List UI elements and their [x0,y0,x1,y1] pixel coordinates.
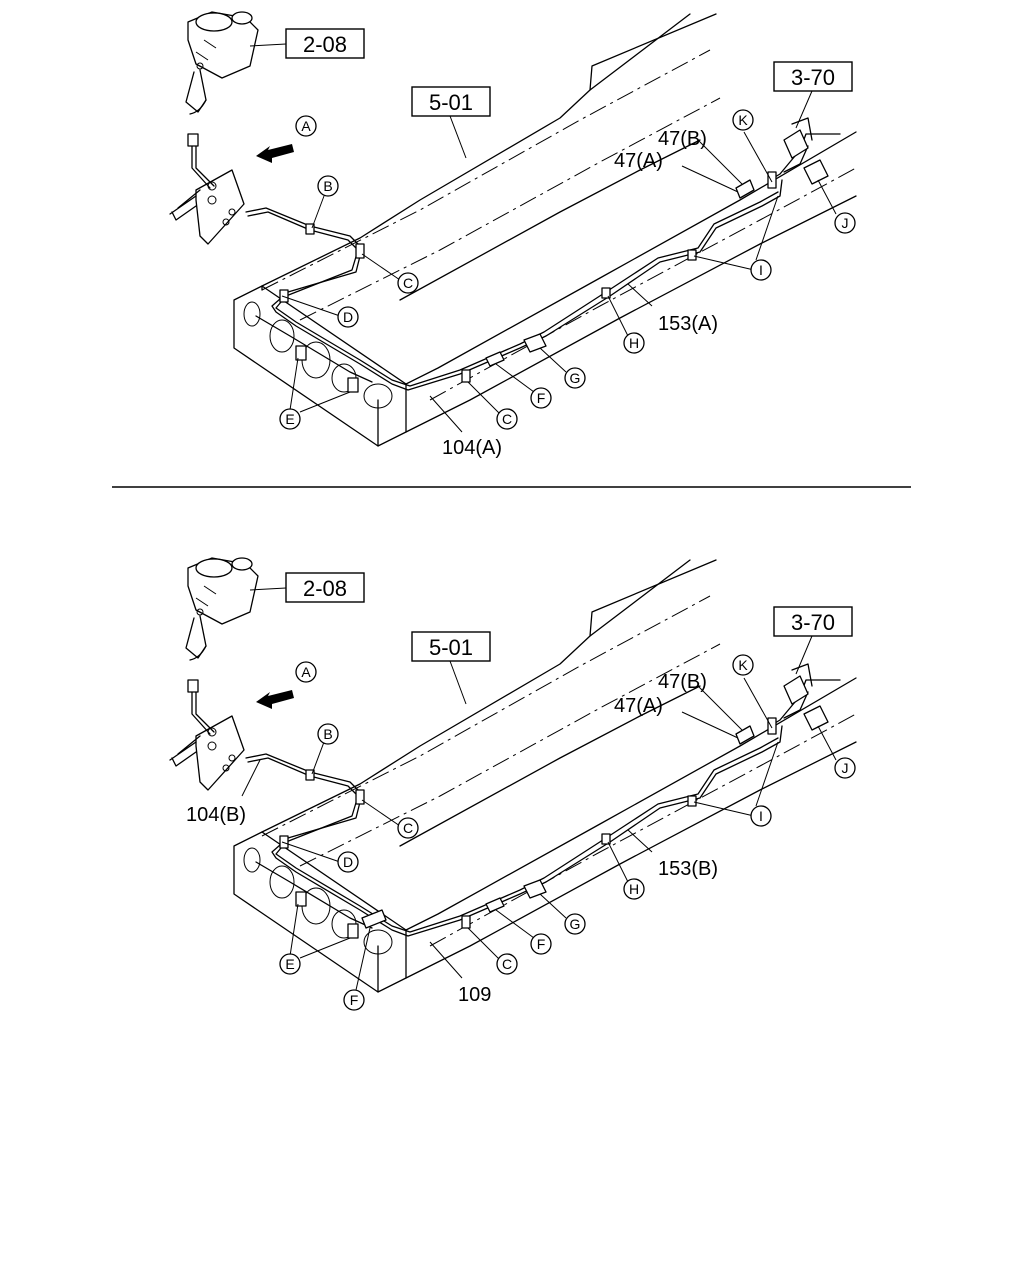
ref-frame: 5-01 [429,90,473,115]
svg-text:F: F [537,390,546,406]
callout-a: A [295,661,317,683]
ref-box-frame [411,631,491,662]
label-47a: 47(A) [614,150,663,172]
callout-k: K [732,109,754,131]
ref-box-rear [773,606,853,637]
svg-text:J: J [842,215,849,231]
callout-h: H [623,878,645,900]
svg-text:I: I [759,808,763,824]
reservoir-tank-icon [185,11,259,115]
chassis-frame [233,559,857,993]
label-104: 104(A) [442,437,502,459]
ref-rear: 3-70 [791,65,835,90]
callout-j: J [834,757,856,779]
callout-d: D [337,851,359,873]
reservoir-tank-icon [185,557,259,661]
svg-text:D: D [343,309,353,325]
svg-text:C: C [403,275,413,291]
ref-frame: 5-01 [429,635,473,660]
direction-arrow-icon [256,144,294,163]
callout-e: E [279,408,301,430]
panel-lower: 2-08 5-01 3-70 [169,557,857,1011]
svg-text:F: F [350,992,359,1008]
svg-text:B: B [323,726,332,742]
svg-text:I: I [759,262,763,278]
svg-text:K: K [738,112,748,128]
svg-text:D: D [343,854,353,870]
callout-b: B [317,723,339,745]
callout-c: C [496,953,518,975]
label-104: 104(B) [186,804,246,826]
direction-arrow-icon [256,690,294,709]
ref-box-rear [773,61,853,92]
callout-c: C [397,272,419,294]
mounting-bracket [169,715,245,791]
callout-f: F [343,989,365,1011]
callout-f: F [530,933,552,955]
callout-h: H [623,332,645,354]
svg-text:H: H [629,335,639,351]
svg-text:E: E [285,411,294,427]
svg-text:J: J [842,760,849,776]
callout-leaders [241,677,837,991]
callout-d: D [337,306,359,328]
svg-text:K: K [738,657,748,673]
label-47b: 47(B) [658,128,707,150]
label-47a: 47(A) [614,695,663,717]
fittings [279,117,829,393]
callout-i: I [750,259,772,281]
mounting-bracket [169,169,245,245]
callout-c: C [496,408,518,430]
callout-g: G [564,913,586,935]
svg-text:F: F [537,936,546,952]
svg-text:A: A [301,664,311,680]
svg-text:C: C [403,820,413,836]
svg-text:C: C [502,956,512,972]
callout-e: E [279,953,301,975]
svg-text:B: B [323,178,332,194]
ref-reservoir: 2-08 [303,576,347,601]
ref-rear: 3-70 [791,610,835,635]
callout-leaders [281,131,837,433]
ref-box-reservoir [285,28,365,59]
label-47b: 47(B) [658,671,707,693]
callout-j: J [834,212,856,234]
panel-upper: 2-08 5-01 3-70 [169,11,857,459]
ref-reservoir: 2-08 [303,32,347,57]
label-109: 109 [458,984,491,1006]
fittings [279,663,829,939]
svg-text:A: A [301,118,311,134]
callout-f: F [530,387,552,409]
chassis-frame [233,13,857,447]
label-153: 153(A) [658,313,718,335]
svg-text:C: C [502,411,512,427]
callout-i: I [750,805,772,827]
svg-text:G: G [570,370,581,386]
ref-box-frame [411,86,491,117]
callout-b: B [317,175,339,197]
label-153: 153(B) [658,858,718,880]
callout-c: C [397,817,419,839]
callout-g: G [564,367,586,389]
callout-a: A [295,115,317,137]
svg-text:H: H [629,881,639,897]
ref-box-reservoir [285,572,365,603]
svg-text:G: G [570,916,581,932]
svg-text:E: E [285,956,294,972]
callout-k: K [732,654,754,676]
